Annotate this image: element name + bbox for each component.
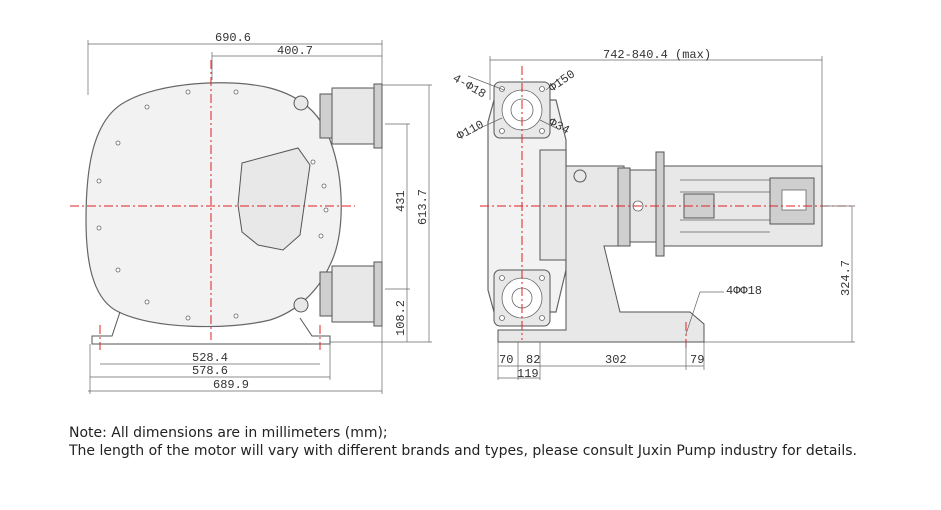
top-flange	[493, 81, 551, 139]
pump-side-casing	[539, 149, 567, 261]
dim-613-7: 613.7	[416, 189, 430, 225]
dim-82: 82	[526, 353, 540, 367]
dim-4-phi18: 4-Φ18	[450, 71, 488, 101]
dim-119: 119	[517, 367, 539, 381]
dim-phi150: Φ150	[546, 67, 578, 95]
note-units: Note: All dimensions are in millimeters …	[69, 425, 388, 441]
dim-742-840: 742-840.4 (max)	[603, 48, 711, 62]
note-motor-length: The length of the motor will vary with d…	[69, 443, 857, 459]
dim-79: 79	[690, 353, 704, 367]
housing-window	[237, 147, 311, 251]
dim-431: 431	[394, 190, 408, 212]
dim-689-9: 689.9	[213, 378, 249, 392]
dim-phi110: Φ110	[454, 118, 486, 144]
dim-70: 70	[499, 353, 513, 367]
bottom-port	[293, 261, 383, 327]
dim-528-4: 528.4	[192, 351, 228, 365]
gearbox-flange	[617, 167, 631, 247]
dim-302: 302	[605, 353, 627, 367]
dim-400-7: 400.7	[277, 44, 313, 58]
top-port	[293, 83, 383, 149]
front-view: 690.6 400.7	[70, 31, 432, 394]
pump-dimension-drawing: 690.6 400.7	[70, 31, 855, 394]
dim-324-7: 324.7	[839, 260, 853, 296]
dim-578-6: 578.6	[192, 364, 228, 378]
housing-bolts	[96, 89, 329, 321]
dim-4phi18-base: 4ΦΦ18	[726, 284, 762, 298]
motor-flange	[655, 151, 665, 257]
side-view: 742-840.4 (max) 4-Φ18 Φ	[450, 48, 855, 381]
dim-690-6: 690.6	[215, 31, 251, 45]
dim-108-2: 108.2	[394, 300, 408, 336]
front-feet	[91, 311, 331, 345]
